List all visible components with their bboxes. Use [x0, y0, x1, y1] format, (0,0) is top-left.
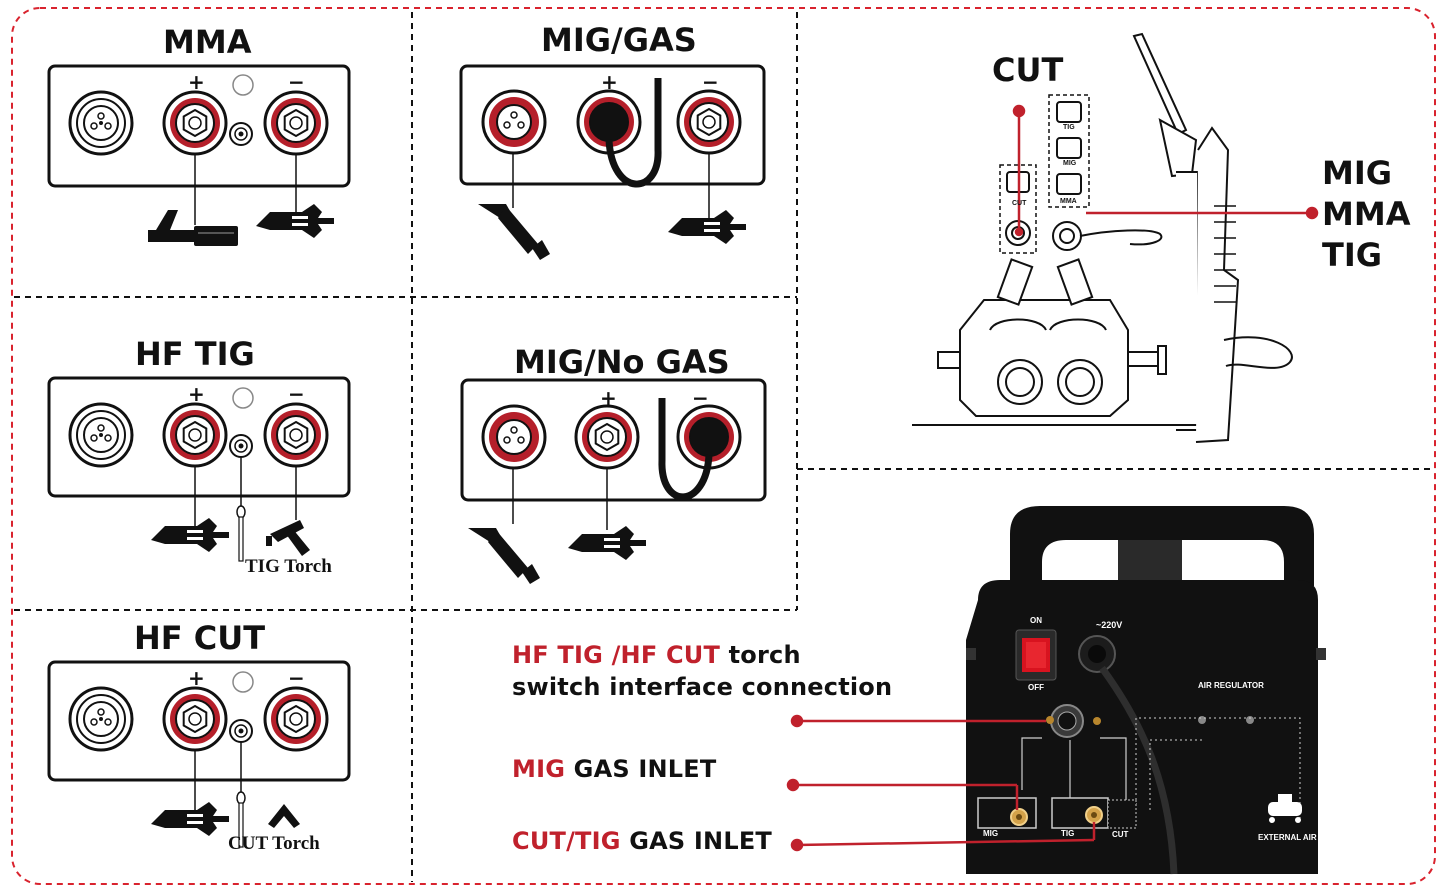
tig-torch-label: TIG Torch: [245, 556, 332, 577]
switch-label-mma: MMA: [1060, 198, 1077, 205]
switch-label-cut: CUT: [1012, 200, 1027, 207]
caption-torch-switch-red: HF TIG /HF CUT: [512, 641, 721, 669]
machine-rear-leaders: [786, 714, 1096, 852]
mig-no-gas-plus-label: +: [600, 386, 617, 410]
caption-cut-tig-gas-inlet: CUT/TIG GAS INLET: [512, 829, 772, 853]
machine-rear-illustration: [966, 506, 1326, 875]
mig-no-gas-title: MIG/No GAS: [514, 343, 730, 381]
rear-air-regulator-label: AIR REGULATOR: [1198, 681, 1264, 690]
machine-side-leaders: [1012, 104, 1319, 237]
rear-mig-label: MIG: [983, 829, 999, 838]
mma-title: MMA: [163, 23, 252, 61]
hf-cut-minus-label: −: [288, 666, 305, 690]
caption-torch-switch-line2: switch interface connection: [512, 673, 893, 701]
caption-mig-gas-black: GAS INLET: [565, 755, 717, 783]
hf-tig-minus-label: −: [288, 382, 305, 406]
side-mode-mig: MIG: [1322, 154, 1393, 192]
switch-label-mig: MIG: [1063, 160, 1077, 167]
panel-mig-gas: [459, 64, 766, 260]
mma-minus-label: −: [288, 70, 305, 94]
caption-mig-gas-inlet: MIG GAS INLET: [512, 757, 716, 781]
mig-gas-minus-label: −: [702, 70, 719, 94]
panel-mma: [47, 64, 351, 246]
side-mode-mma: MMA: [1322, 195, 1411, 233]
caption-cut-tig-gas-black: GAS INLET: [620, 827, 772, 855]
switch-label-tig: TIG: [1063, 124, 1075, 131]
hf-cut-plus-label: +: [188, 666, 205, 690]
rear-cut-label: CUT: [1112, 830, 1129, 839]
machine-side-illustration: [912, 32, 1293, 443]
rear-on-label: ON: [1030, 616, 1042, 625]
caption-torch-switch: HF TIG /HF CUT torch: [512, 643, 801, 667]
panel-hf-tig: [47, 376, 351, 562]
mma-plus-label: +: [188, 70, 205, 94]
caption-mig-gas-red: MIG: [512, 755, 566, 783]
side-cut-label: CUT: [992, 51, 1064, 89]
grid-dividers: [14, 12, 1433, 882]
cut-torch-label: CUT Torch: [228, 833, 320, 854]
hf-tig-title: HF TIG: [135, 335, 255, 373]
panel-mig-no-gas: [460, 378, 767, 584]
mig-gas-title: MIG/GAS: [541, 21, 697, 59]
caption-cut-tig-gas-red: CUT/TIG: [512, 827, 621, 855]
side-mode-tig: TIG: [1322, 236, 1382, 274]
outer-border: [11, 7, 1436, 885]
hf-cut-title: HF CUT: [134, 619, 266, 657]
hf-tig-plus-label: +: [188, 382, 205, 406]
mig-no-gas-minus-label: −: [692, 386, 709, 410]
panel-hf-cut: [47, 660, 351, 848]
rear-voltage-label: ~220V: [1096, 620, 1123, 630]
rear-tig-label: TIG: [1061, 829, 1075, 838]
mig-gas-plus-label: +: [601, 70, 618, 94]
caption-torch-switch-black: torch: [720, 641, 801, 669]
rear-external-air-label: EXTERNAL AIR: [1258, 833, 1317, 842]
rear-off-label: OFF: [1028, 683, 1044, 692]
